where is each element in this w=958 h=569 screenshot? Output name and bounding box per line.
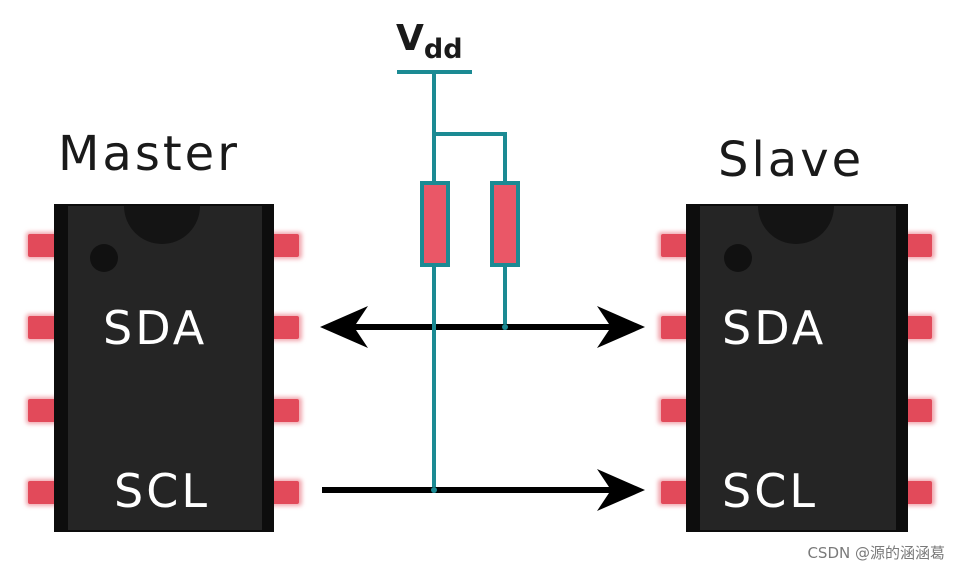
scl-arrow-right: [597, 469, 645, 511]
master-pin1-marker: [90, 244, 118, 272]
scl-junction: [431, 487, 437, 493]
master-pins-left: [26, 232, 66, 506]
pullup-network: [397, 70, 520, 490]
vdd-branch-wire: [434, 132, 507, 183]
scl-pullup-resistor: [420, 181, 450, 267]
slave-title: Slave: [718, 132, 864, 188]
watermark-text: CSDN @源的涵涵葛: [807, 544, 945, 562]
master-title: Master: [58, 126, 240, 182]
slave-notch: [758, 206, 834, 244]
master-pin-4: [28, 481, 62, 504]
master-sda-label: SDA: [103, 301, 207, 355]
slave-pin1-marker: [724, 244, 752, 272]
sda-junction: [502, 324, 508, 330]
sda-bus: [320, 306, 645, 348]
master-scl-label: SCL: [114, 464, 210, 518]
master-pin-1: [28, 234, 62, 257]
scl-bus: [322, 469, 645, 511]
sda-arrow-left: [320, 306, 368, 348]
slave-sda-label: SDA: [722, 301, 826, 355]
master-pin-2: [28, 316, 62, 339]
master-notch: [124, 206, 200, 244]
vdd-symbol: V: [396, 18, 424, 59]
vdd-label: Vdd: [396, 18, 463, 65]
master-chip: SDA SCL: [26, 204, 302, 532]
sda-arrow-right: [597, 306, 645, 348]
master-pin-3: [28, 399, 62, 422]
vdd-subscript: dd: [424, 34, 463, 65]
sda-pullup-resistor: [490, 181, 520, 267]
slave-scl-label: SCL: [722, 464, 818, 518]
slave-chip: SDA SCL: [658, 204, 935, 532]
